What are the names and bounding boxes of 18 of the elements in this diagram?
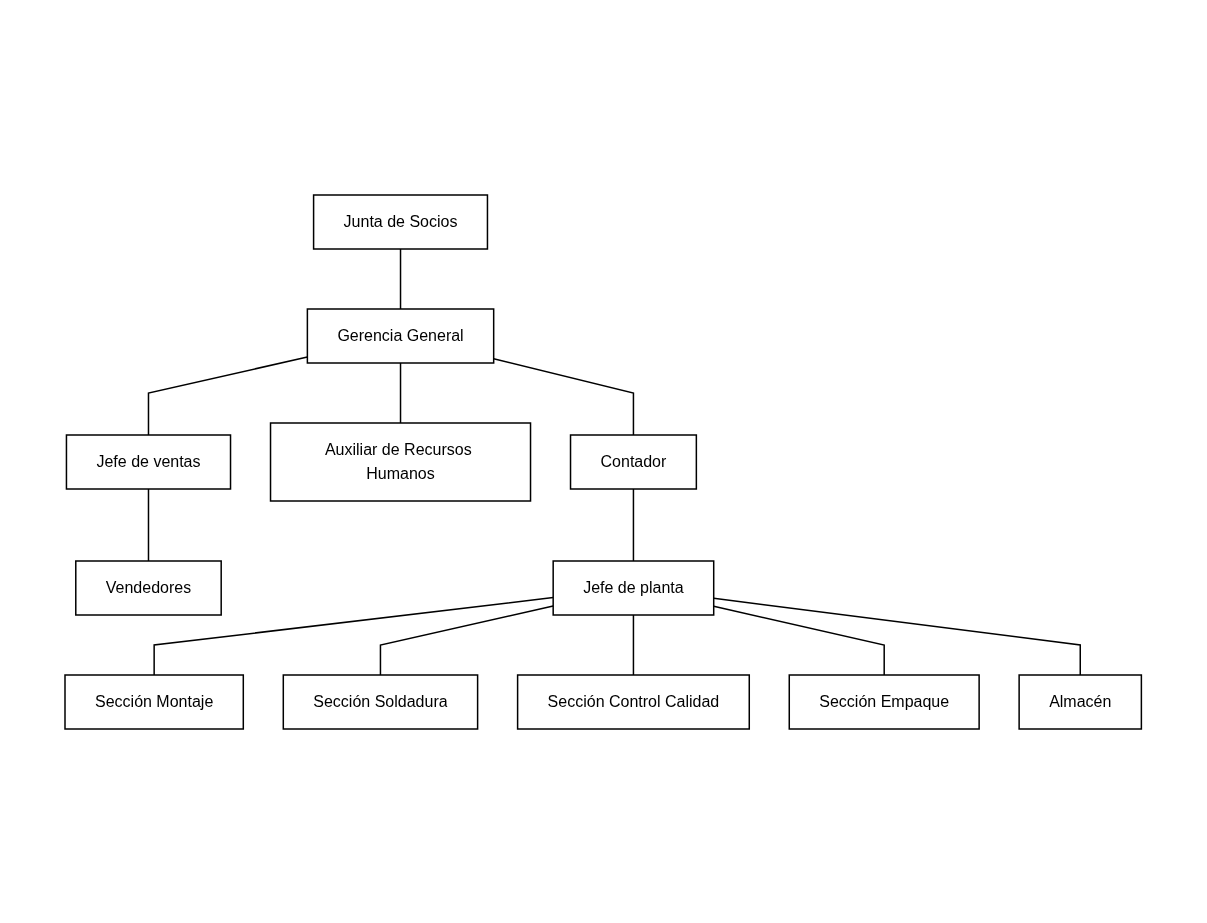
node-box: Vendedores [75, 559, 223, 616]
connector [400, 247, 402, 310]
connector [400, 361, 402, 424]
node-box: Sección Montaje [64, 673, 245, 730]
connector [633, 613, 635, 676]
node-box: Almacén [1018, 673, 1143, 730]
node-box: Jefe de planta [552, 559, 715, 616]
node-box: Contador [570, 433, 698, 490]
node-box: Sección Control Calidad [517, 673, 751, 730]
connector [633, 487, 635, 562]
node-box: Sección Soldadura [282, 673, 479, 730]
node-box: Auxiliar de Recursos Humanos [270, 421, 532, 502]
connector [148, 487, 150, 562]
node-box: Sección Empaque [788, 673, 981, 730]
node-box: Jefe de ventas [66, 433, 232, 490]
connector [493, 357, 635, 436]
node-box: Junta de Socios [313, 193, 489, 250]
node-box: Gerencia General [306, 307, 495, 364]
